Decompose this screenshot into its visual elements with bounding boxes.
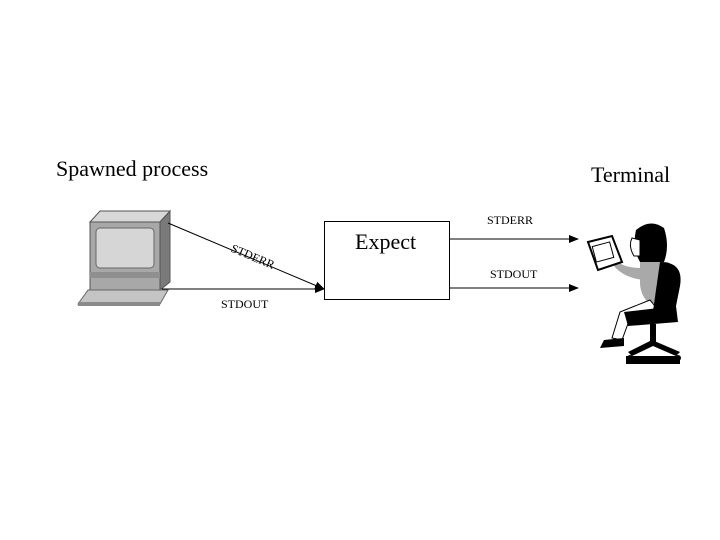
expect-box [324,221,450,300]
proc-stdout-label: STDOUT [221,297,269,311]
edge-proc-stderr [167,222,325,290]
computer-icon [77,209,172,306]
spawned-process-label: Spawned process [56,156,209,181]
person-at-terminal-icon [586,223,681,364]
expect-label: Expect [355,229,417,254]
terminal-label: Terminal [591,162,671,187]
term-stderr-label: STDERR [487,213,534,227]
term-stdout-label: STDOUT [490,267,538,281]
